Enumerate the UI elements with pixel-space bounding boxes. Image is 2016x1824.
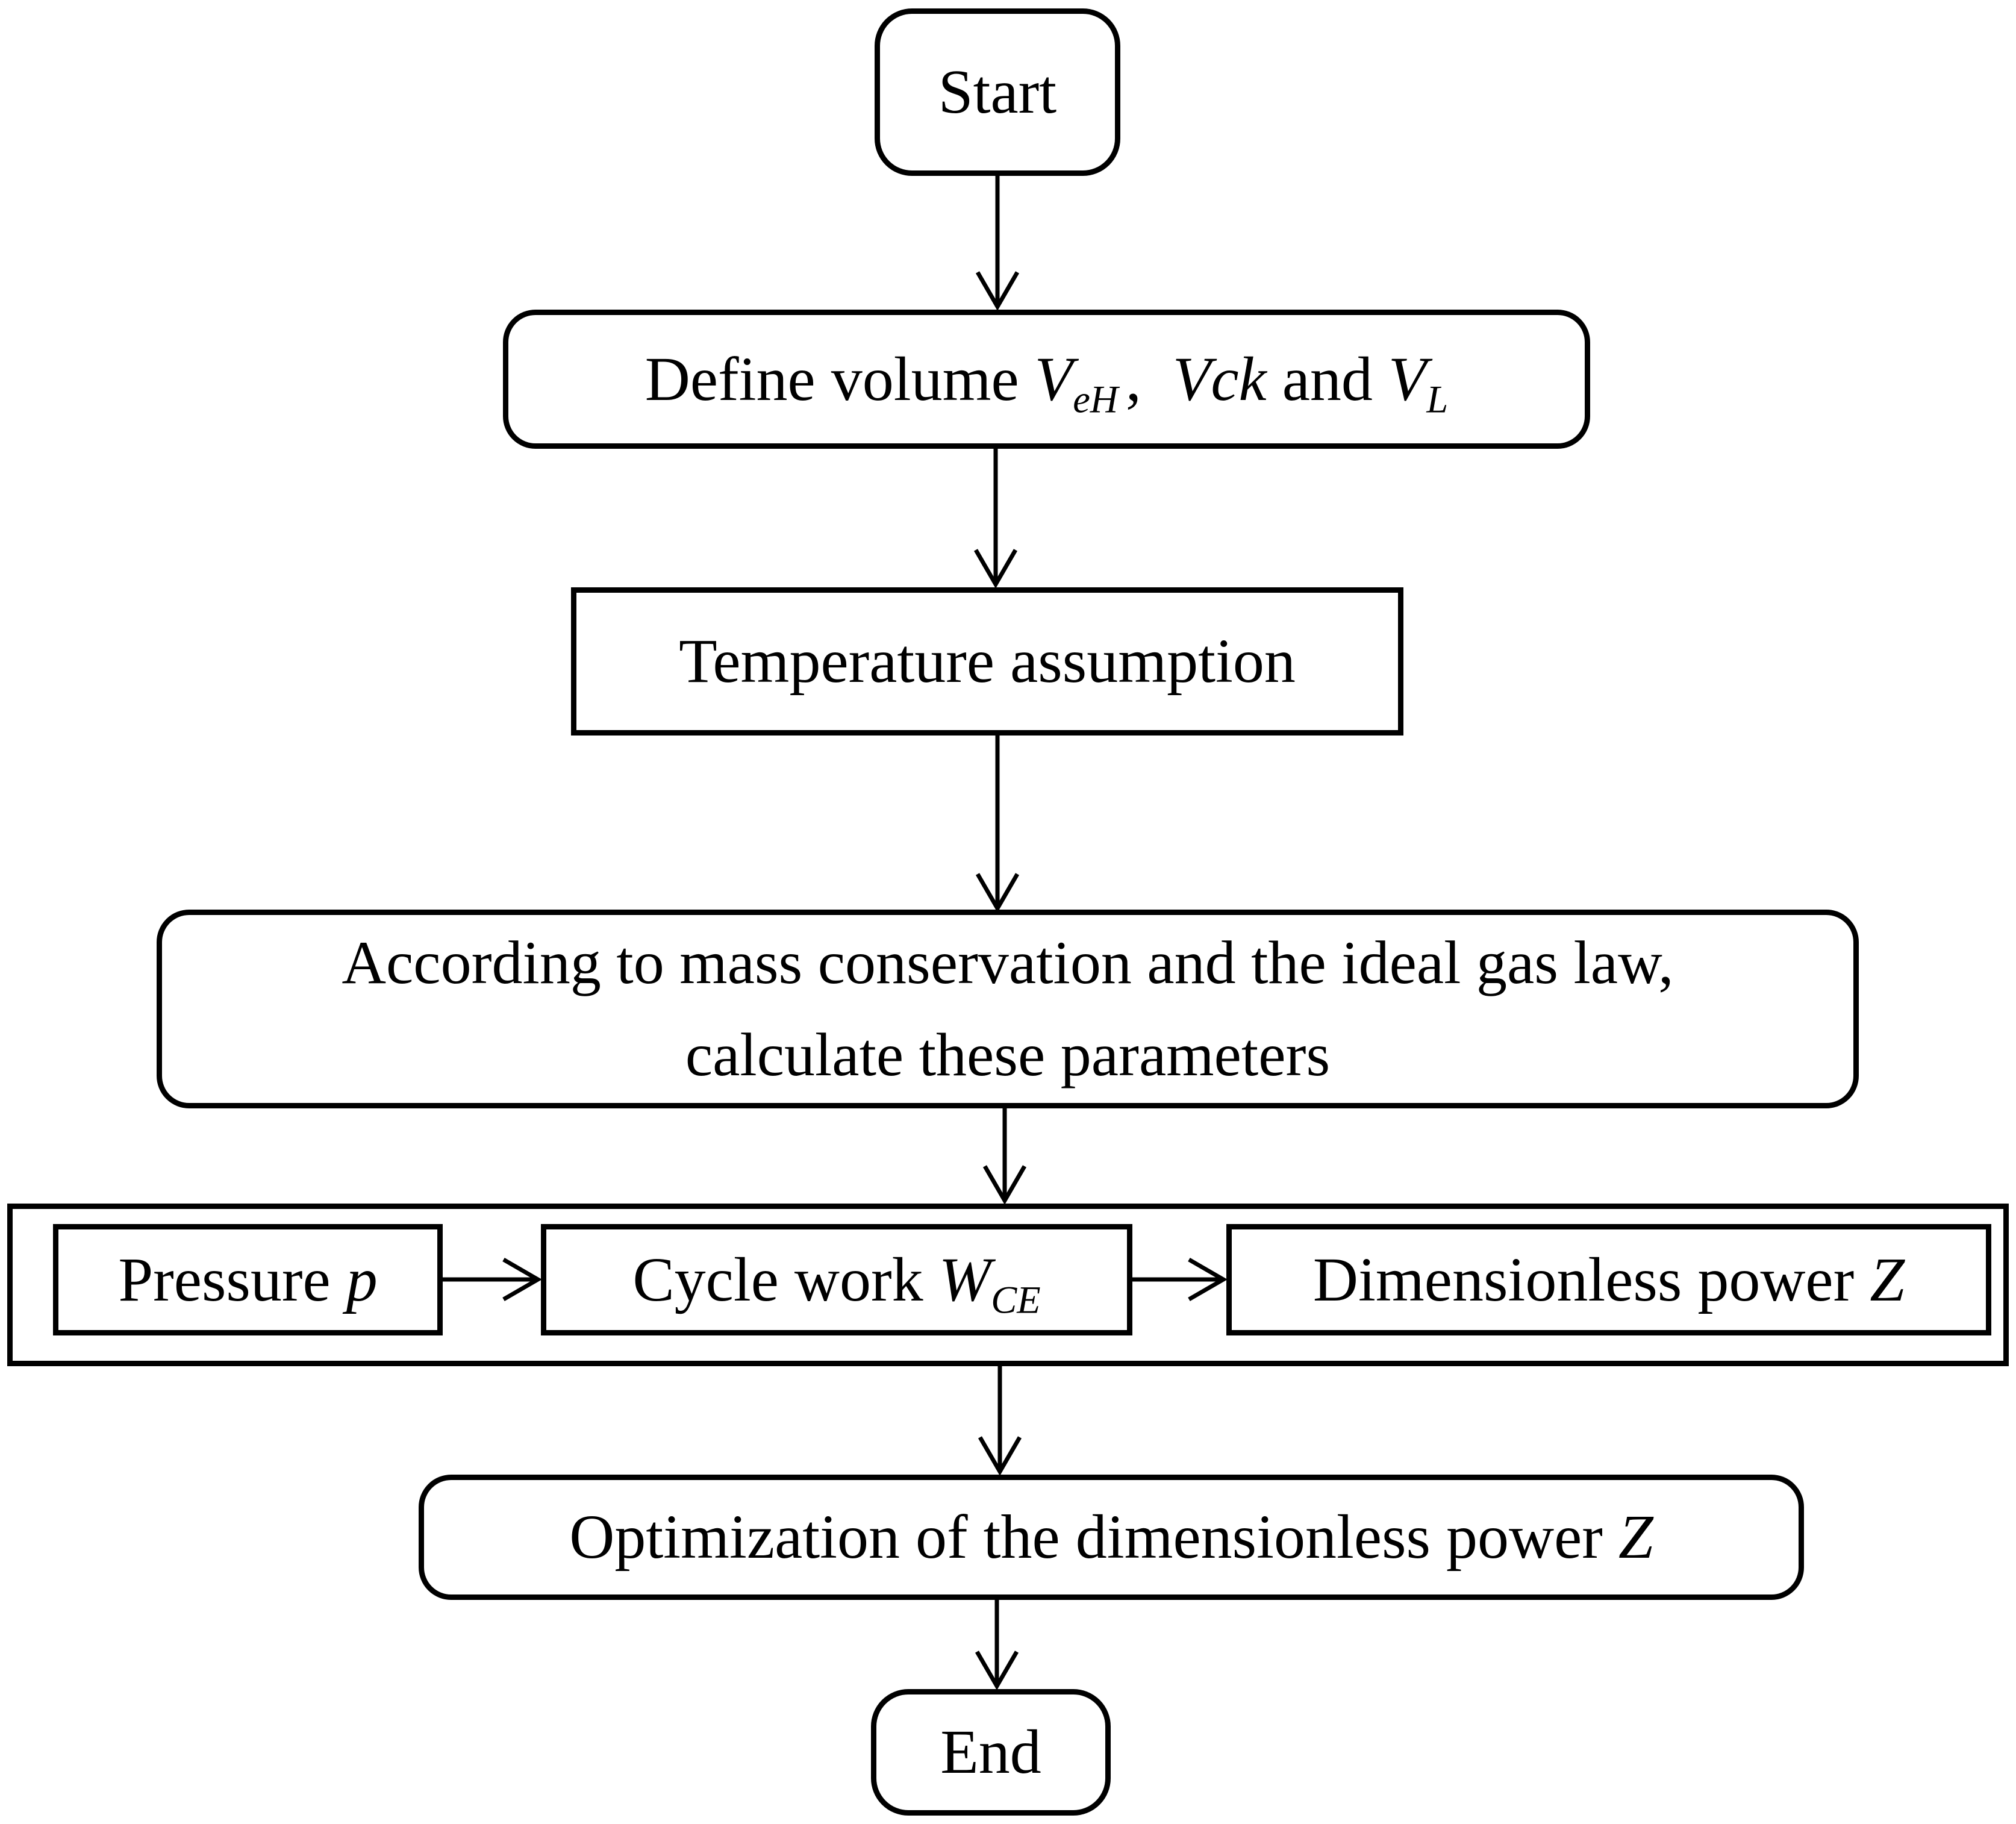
var-Z: Z: [1618, 1502, 1653, 1572]
var-Vck: Vck: [1172, 344, 1267, 414]
text-run: Optimization of the dimensionless power: [569, 1502, 1618, 1572]
arrow-head: [975, 873, 1020, 911]
text-run: Dimensionless power: [1312, 1245, 1870, 1314]
edge-temperature-to-mass-arrow: [975, 736, 1020, 911]
var-V-eH: V: [1034, 344, 1073, 414]
text-run: Define volume: [644, 344, 1035, 414]
arrow-head: [978, 1436, 1022, 1475]
node-optimization-label: Optimization of the dimensionless power …: [569, 1496, 1653, 1578]
node-define-volume: Define volume VeH,Vck and VL: [503, 310, 1590, 449]
node-start-label: Start: [938, 57, 1057, 127]
edge-mass-to-group-arrow: [982, 1107, 1027, 1204]
mass-line-2: calculate these parameters: [685, 1021, 1331, 1089]
var-p: p: [346, 1245, 378, 1314]
node-mass-conservation: According to mass conservation and the i…: [157, 910, 1859, 1108]
edge-group-to-optimization-arrow: [978, 1366, 1022, 1475]
edge-define-to-temperature-arrow: [973, 449, 1018, 587]
arrow-head: [1188, 1257, 1226, 1302]
node-end-label: End: [940, 1717, 1041, 1787]
arrow-head: [975, 1651, 1019, 1689]
node-dimensionless-power-label: Dimensionless power Z: [1313, 1239, 1905, 1320]
mass-line-1: According to mass conservation and the i…: [342, 929, 1674, 997]
node-dimensionless-power: Dimensionless power Z: [1226, 1224, 1991, 1335]
var-W-CE: W: [938, 1245, 991, 1314]
node-cycle-work: Cycle work WCE: [541, 1224, 1132, 1335]
node-define-volume-label: Define volume VeH,Vck and VL: [645, 339, 1449, 420]
node-temperature-label: Temperature assumption: [679, 626, 1296, 696]
edge-cycle-to-dimensionless-arrow: [1132, 1257, 1226, 1302]
node-start: Start: [875, 8, 1120, 176]
var-V-L: V: [1388, 344, 1427, 414]
text-run: and: [1266, 344, 1388, 414]
var-Z: Z: [1870, 1245, 1905, 1314]
subscript-CE: CE: [991, 1278, 1041, 1322]
node-mass-conservation-label: According to mass conservation and the i…: [342, 917, 1673, 1101]
group-parallel-steps: Pressure p Cycle work WCE Dimensionless …: [7, 1204, 2009, 1366]
node-end: End: [871, 1689, 1111, 1816]
node-cycle-work-label: Cycle work WCE: [632, 1239, 1040, 1320]
edge-pressure-to-cycle-arrow: [443, 1257, 541, 1302]
node-pressure: Pressure p: [53, 1224, 443, 1335]
node-temperature-assumption: Temperature assumption: [571, 587, 1403, 736]
node-pressure-label: Pressure p: [118, 1239, 377, 1320]
arrow-head: [973, 549, 1018, 587]
edge-optimization-to-end-arrow: [975, 1600, 1019, 1689]
arrow-head: [982, 1165, 1027, 1204]
text-run: Cycle work: [632, 1245, 939, 1314]
edge-start-to-define-arrow: [975, 176, 1020, 310]
node-optimization: Optimization of the dimensionless power …: [419, 1475, 1804, 1600]
arrow-head: [975, 271, 1020, 310]
text-run: Pressure: [118, 1245, 346, 1314]
arrow-head: [502, 1257, 541, 1302]
comma-separator: ,: [1125, 344, 1141, 414]
subscript-eH: eH: [1073, 378, 1119, 421]
subscript-L: L: [1426, 378, 1449, 421]
